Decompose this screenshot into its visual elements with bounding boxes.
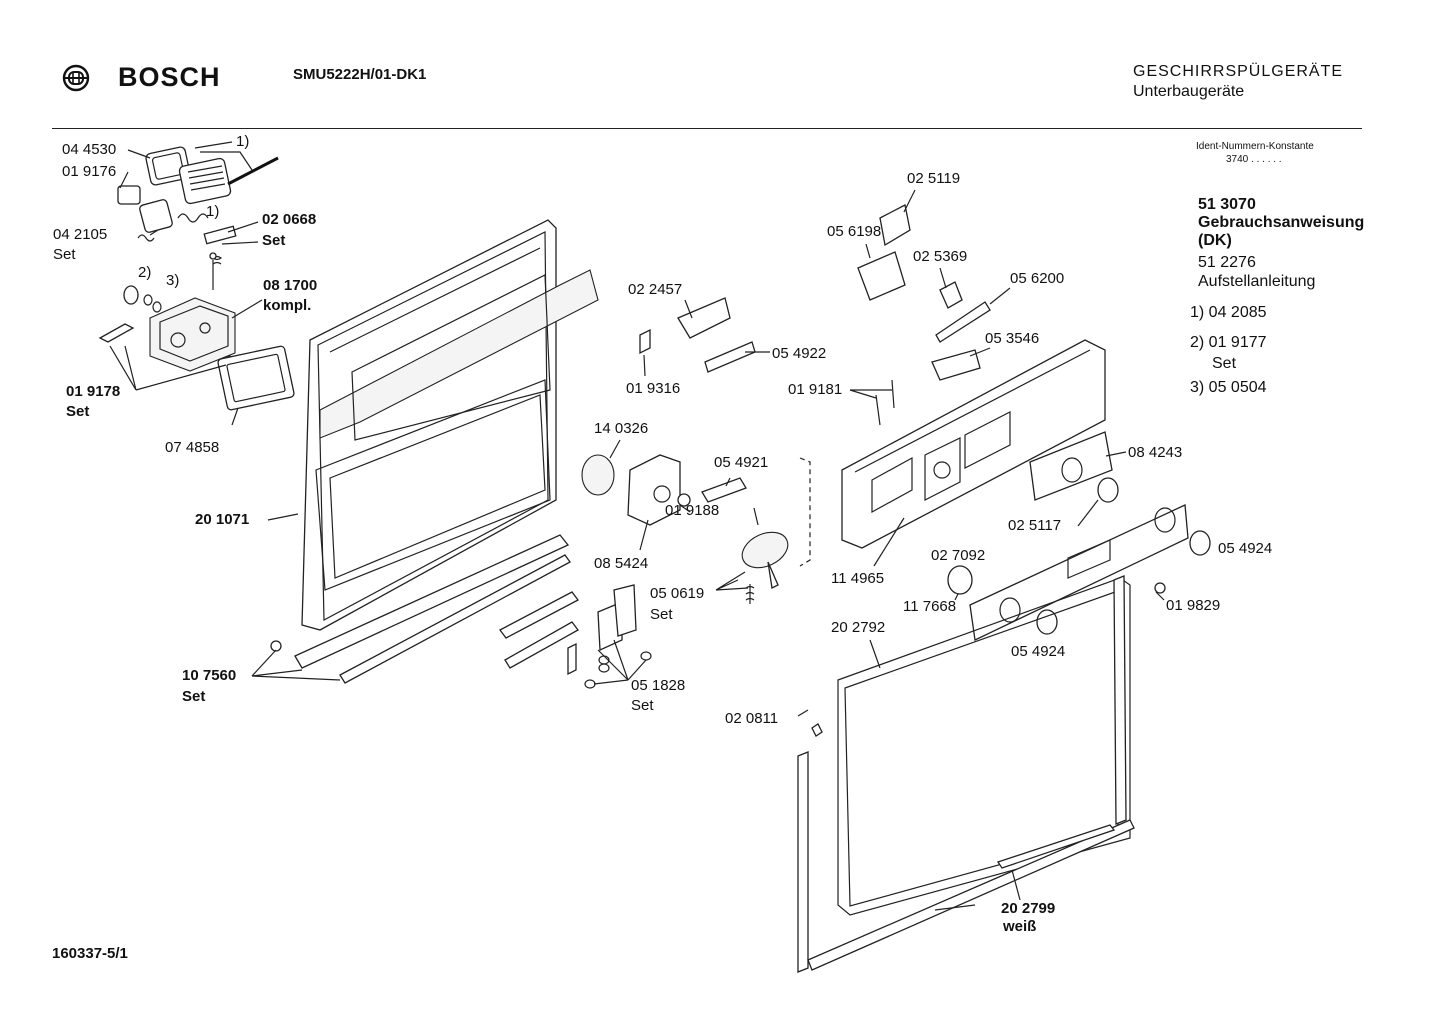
timer-assembly (581, 454, 691, 526)
part-label-019176: 01 9176 (62, 163, 117, 180)
part-label-054922: 05 4922 (772, 345, 827, 362)
part-label-201071: 20 1071 (195, 511, 250, 528)
vent-grille-part (178, 157, 232, 205)
marker-1b: 1) (206, 203, 220, 220)
switch-bracket-part (639, 297, 756, 373)
header-divider (52, 128, 1362, 129)
part-label-054924-a: 05 4924 (1218, 540, 1273, 557)
part-label-019188: 01 9188 (665, 502, 720, 519)
part-label-054924-b: 05 4924 (1011, 643, 1066, 660)
door-lock-assembly (149, 297, 236, 372)
part-label-027092: 02 7092 (931, 547, 986, 564)
manual-number: 51 3070 (1198, 196, 1256, 213)
top-bracket-part (879, 204, 911, 247)
part-label-050619: 05 0619 (650, 585, 705, 602)
rod-part (935, 301, 991, 343)
set-label-f: Set (631, 697, 654, 714)
part-label-056200: 05 6200 (1010, 270, 1065, 287)
manual-label: Gebrauchsanweisung (1198, 214, 1365, 231)
marker-2: 2) (138, 264, 152, 281)
set-label-b: Set (262, 232, 286, 249)
knob-part (1189, 530, 1211, 556)
note-1: 1) 04 2085 (1190, 304, 1267, 321)
color-label-weiss: weiß (1003, 918, 1037, 935)
note-3: 3) 05 0504 (1190, 379, 1267, 396)
category-subtitle: Unterbaugeräte (1133, 83, 1245, 100)
part-label-025117: 02 5117 (1008, 517, 1062, 534)
spring-part (177, 213, 209, 223)
set-label-a: Set (53, 246, 76, 263)
model-number: SMU5222H/01-DK1 (293, 66, 427, 83)
manual-language: (DK) (1198, 232, 1232, 249)
part-label-202799: 20 2799 (1001, 900, 1056, 917)
small-grille-part (139, 199, 173, 233)
lever-part (939, 281, 963, 309)
seal-frame-part (217, 345, 295, 411)
part-label-085424: 08 5424 (594, 555, 649, 572)
install-number: 51 2276 (1198, 254, 1256, 271)
note-2-set: Set (1212, 355, 1237, 372)
part-label-019316: 01 9316 (626, 380, 681, 397)
inner-door-panel (301, 219, 599, 631)
part-label-084243: 08 4243 (1128, 444, 1183, 461)
part-label-051828: 05 1828 (631, 677, 686, 694)
install-label: Aufstellanleitung (1198, 273, 1316, 290)
knob-cover-part (701, 477, 747, 503)
part-label-019829: 01 9829 (1166, 597, 1221, 614)
part-label-042105: 04 2105 (53, 226, 108, 243)
part-label-074858: 07 4858 (165, 439, 220, 456)
hinge-assembly-part (567, 584, 652, 689)
part-label-044530: 04 4530 (62, 141, 117, 158)
leader-lines (109, 141, 1165, 911)
brand-name: BOSCH (118, 62, 221, 92)
bracket-part (203, 225, 237, 245)
ident-value: 3740 . . . . . . (1226, 154, 1282, 165)
part-label-114965: 11 4965 (831, 570, 885, 587)
part-label-022457: 02 2457 (628, 281, 683, 298)
door-rail-part (294, 534, 571, 684)
hinge-bracket-part (499, 591, 579, 669)
part-label-054921: 05 4921 (714, 454, 769, 471)
part-label-020811: 02 0811 (725, 710, 779, 727)
part-label-053546: 05 3546 (985, 330, 1040, 347)
set-label-c: Set (66, 403, 90, 420)
part-label-020668: 02 0668 (262, 211, 317, 228)
hinge-block-part (857, 251, 906, 301)
part-label-117668: 11 7668 (903, 598, 957, 615)
note-2: 2) 01 9177 (1190, 334, 1267, 351)
control-pcb-part (1029, 431, 1113, 501)
selector-knob-part (741, 531, 789, 589)
part-label-140326: 14 0326 (594, 420, 649, 437)
front-panel-fascia (969, 504, 1189, 641)
clip-part (117, 185, 141, 205)
marker-1: 1) (236, 133, 250, 150)
part-label-081700: 08 1700 (263, 277, 318, 294)
outer-door-frame (797, 575, 1135, 973)
ring-part (947, 565, 973, 595)
set-label-d: Set (182, 688, 206, 705)
bosch-logo-icon (62, 64, 90, 92)
part-label-202792: 20 2792 (831, 619, 886, 636)
part-label-019181: 01 9181 (788, 381, 843, 398)
set-label-e: Set (650, 606, 673, 623)
part-label-056198: 05 6198 (827, 223, 882, 240)
knob-part-2 (1036, 609, 1058, 635)
part-label-019178: 01 9178 (66, 383, 121, 400)
latch-part (931, 349, 981, 381)
part-label-025119: 02 5119 (907, 170, 961, 187)
category-title: GESCHIRRSPÜLGERÄTE (1133, 63, 1344, 80)
drawing-number: 160337-5/1 (52, 945, 128, 962)
kompl-label: kompl. (263, 297, 312, 314)
part-label-025369: 02 5369 (913, 248, 968, 265)
control-panel-frame (841, 339, 1106, 549)
ident-title: Ident-Nummern-Konstante (1196, 141, 1314, 152)
part-label-107560: 10 7560 (182, 667, 237, 684)
marker-3: 3) (166, 272, 180, 289)
vent-frame-part (145, 146, 191, 186)
